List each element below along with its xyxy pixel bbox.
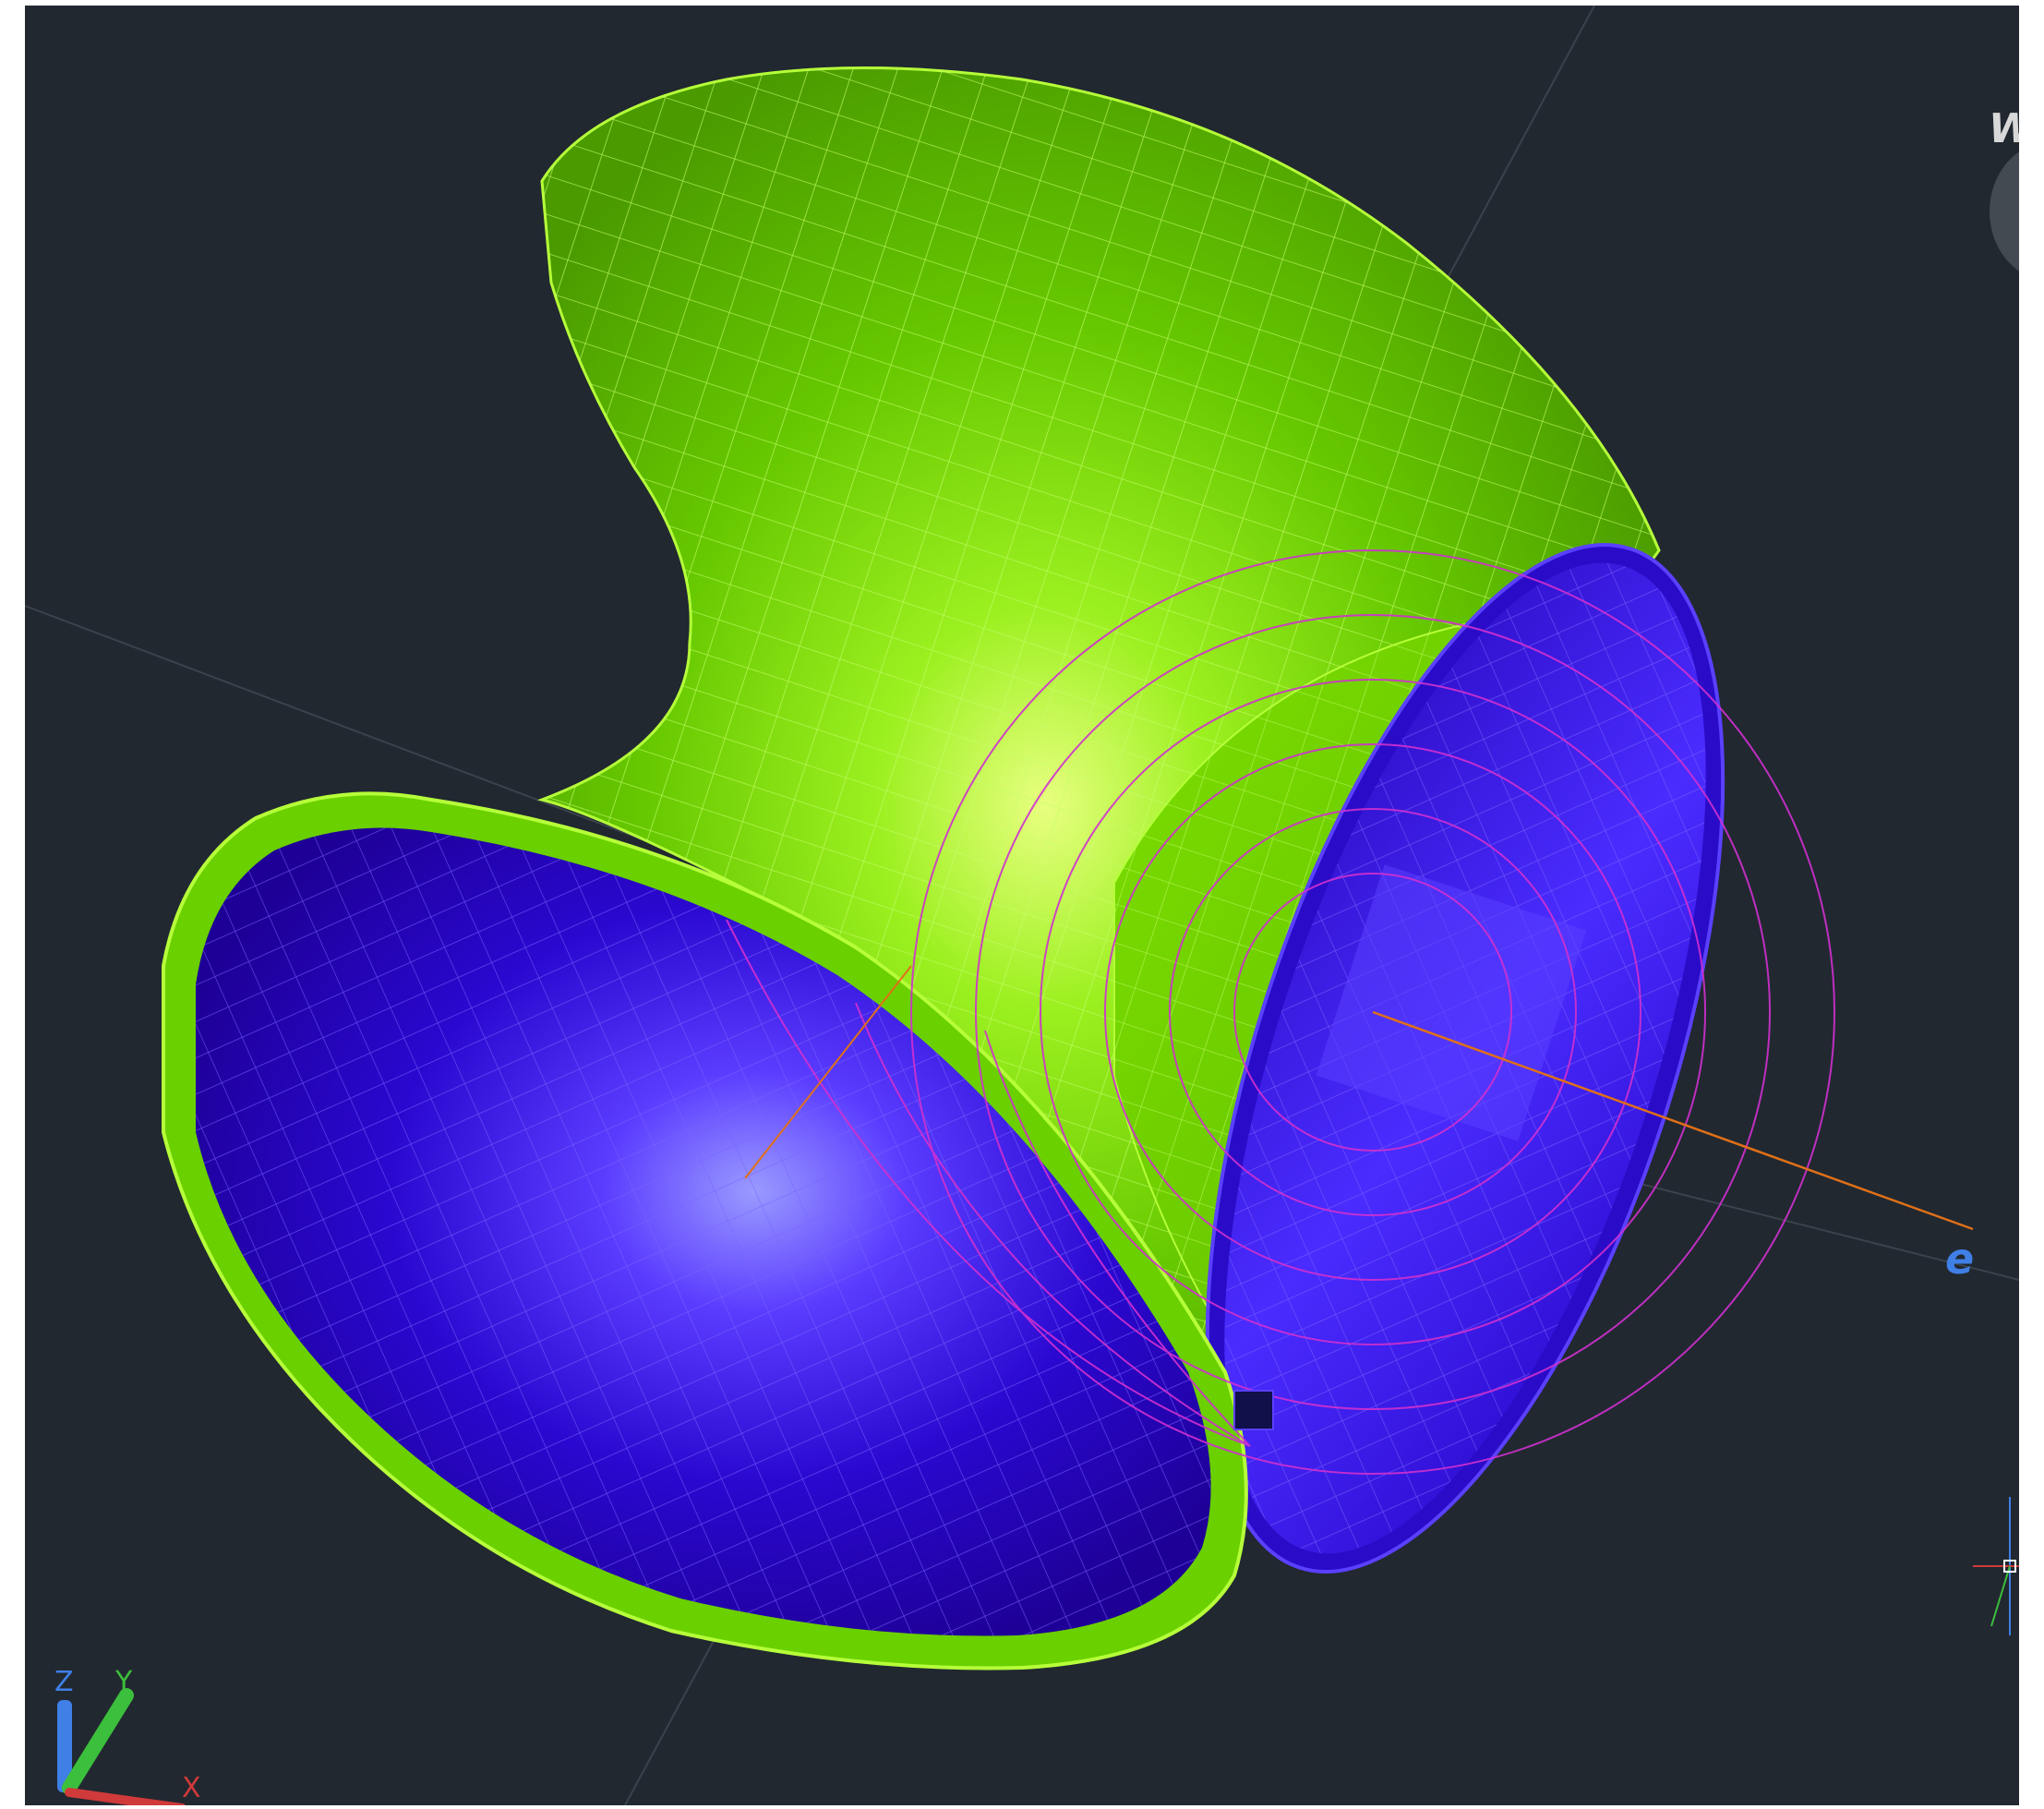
ucs-z-axis [57,1700,72,1792]
ucs-x-label: X [182,1772,201,1804]
ucs-icon[interactable]: Z Y X [43,1649,228,1805]
axis-label: e [1945,1234,1975,1284]
seam-block [1233,1390,1274,1430]
left-inner-blue-surface[interactable] [162,791,1248,1670]
ucs-z-label: Z [54,1666,74,1698]
ucs-y-axis [62,1688,134,1795]
construction-circles [726,549,1835,1475]
viewcube-compass-label: W [1989,105,2019,152]
ucs-y-label: Y [114,1666,133,1698]
crosshair-cursor [1973,1497,2019,1635]
revolve-axis-line-2 [744,965,912,1179]
revolve-axis-line [1372,1010,1974,1231]
model-scene[interactable] [25,6,2019,1805]
ucs-x-axis [65,1788,186,1805]
drawing-viewport[interactable]: W e Z Y X [25,6,2019,1805]
